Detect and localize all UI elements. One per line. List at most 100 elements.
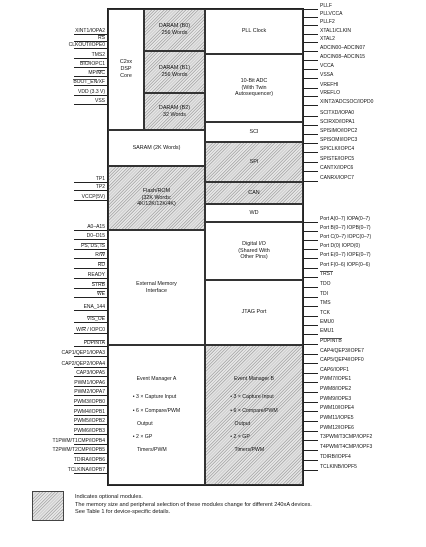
- right-pin-line: [304, 421, 318, 422]
- right-pin-label-port-c-0-7-iopc-0-7: Port C(0–7) IOPC(0–7): [320, 234, 372, 240]
- left-pin-overline: [98, 35, 105, 37]
- left-pin-overline: [97, 70, 105, 72]
- right-pin-label-pwm9-iope3: PWM9/IOPE3: [320, 396, 352, 402]
- right-pin-label-tck: TCK: [320, 310, 330, 316]
- right-pin-label-t4pwm-t4cmp-iopf3: T4PWM/T4CMP/IOPF3: [320, 444, 373, 450]
- saram-block: SARAM (2K Words): [108, 130, 205, 166]
- right-pin-line: [304, 125, 318, 126]
- right-pin-line: [304, 181, 318, 182]
- right-pin-line: [304, 258, 318, 259]
- right-pin-label-port-a-0-7-iopa-0-7: Port A(0–7) IOPA(0–7): [320, 216, 370, 222]
- right-pin-line: [304, 470, 318, 471]
- left-pin-label-vss: VSS: [94, 98, 105, 104]
- right-pin-line: [304, 297, 318, 298]
- event-manager-a-item: • 6 × Compare/PWM: [132, 407, 181, 414]
- left-pin-line: [74, 453, 107, 454]
- right-pin-label-vcca: VCCA: [320, 63, 334, 69]
- right-pin-line: [304, 162, 318, 163]
- right-pin-label-pwm12-iope6: PWM12/IOPE6: [320, 425, 354, 431]
- legend-line-1: Indicates optional modules.: [75, 494, 143, 500]
- left-pin-label-t1pwm-t1cmp-iopb4: T1PWM/T1CMP/IOPB4: [52, 438, 105, 444]
- left-pin-label-cap3-iopa5: CAP3/IOPA5: [76, 370, 105, 376]
- right-pin-line: [304, 306, 318, 307]
- left-pin-label-cap1-qep1-iopa3: CAP1/QEP1/IOPA3: [61, 350, 105, 356]
- legend-line-3: See Table 1 for device-specific details.: [75, 509, 171, 515]
- event-manager-b-item: Timers/PWM: [230, 447, 265, 454]
- left-pin-line: [74, 67, 107, 68]
- left-pin-label-w-r-iopc0: W/R / IOPC0: [76, 327, 105, 333]
- right-pin-line: [304, 34, 318, 35]
- right-pin-label-trst: TRST: [320, 271, 334, 277]
- right-pin-label-xtal2: XTAL2: [320, 36, 335, 42]
- left-pin-label-cap2-qep2-iopa4: CAP2/QEP2/IOPA4: [61, 361, 105, 367]
- left-pin-line: [74, 288, 107, 289]
- left-pin-label-d0-d15: D0–D15: [86, 233, 105, 239]
- right-pin-line: [304, 460, 318, 461]
- left-pin-label-pwm5-iopb2: PWM5/IOPB2: [73, 418, 105, 424]
- right-pin-label-tdo: TDO: [320, 281, 331, 287]
- left-pin-line: [74, 434, 107, 435]
- right-pin-line: [304, 222, 318, 223]
- right-pin-label-vrefhi: VREFHI: [320, 82, 339, 88]
- right-pin-line: [304, 411, 318, 412]
- left-pin-label-tp1: TP1: [95, 176, 105, 182]
- left-pin-line: [74, 104, 107, 105]
- left-pin-line: [74, 85, 107, 86]
- left-pin-label-ps-ds-is: PS, DS, IS: [81, 243, 105, 249]
- left-pin-label-strb: STRB: [91, 282, 105, 288]
- event-manager-a-item: • 3 × Capture Input: [132, 394, 177, 401]
- left-pin-label-pdpinta: PDPINTA: [83, 340, 105, 346]
- left-pin-line: [74, 346, 107, 347]
- left-pin-label-clkout-iope0: CLKOUT/IOPE0: [68, 42, 105, 48]
- left-pin-label-tclkina-iopb7: TCLKINA/IOPB7: [67, 467, 105, 473]
- left-pin-line: [74, 239, 107, 240]
- left-pin-label-tp2: TP2: [95, 184, 105, 190]
- right-pin-label-adcin08-adcin15: ADCIN08–ADCIN15: [320, 54, 366, 60]
- event-manager-b-item: • 2 × GP: [230, 433, 250, 440]
- right-pin-label-spiclk-iopc4: SPICLK/IOPC4: [320, 146, 355, 152]
- right-pin-label-t3pwm-t3cmp-iopf2: T3PWM/T3CMP/IOPF2: [320, 434, 373, 440]
- right-pin-line: [304, 231, 318, 232]
- right-pin-overline: [320, 271, 334, 273]
- right-pin-label-cap6-iopf1: CAP6/IOPF1: [320, 367, 349, 373]
- right-pin-line: [304, 249, 318, 250]
- event-manager-a-item: • 2 × GP: [132, 433, 153, 440]
- event-manager-b-item: Output: [230, 420, 251, 427]
- left-pin-line: [74, 249, 107, 250]
- right-pin-line: [304, 171, 318, 172]
- left-pin-overline: [100, 252, 105, 254]
- right-pin-line: [304, 268, 318, 269]
- left-pin-line: [74, 473, 107, 474]
- left-pin-overline: [79, 61, 89, 63]
- left-pin-label-pwm6-iopb3: PWM6/IOPB3: [73, 428, 105, 434]
- daram-b1-block: DARAM (B1) 256 Words: [144, 51, 205, 93]
- dsp-core-block: C2xx DSP Core: [108, 9, 144, 130]
- event-manager-b-title: Event Manager B: [233, 376, 275, 383]
- left-pin-label-tdira-iopb6: TDIRA/IOPB6: [73, 457, 105, 463]
- right-pin-label-pdpintb: PDPINTB: [320, 338, 342, 344]
- right-pin-line: [304, 325, 318, 326]
- right-pin-label-port-b-0-7-iopb-0-7: Port B(0–7) IOPB(0–7): [320, 225, 371, 231]
- right-pin-line: [304, 152, 318, 153]
- left-pin-line: [74, 376, 107, 377]
- right-pin-label-canrx-iopc7: CANRX/IOPC7: [320, 175, 354, 181]
- left-pin-line: [74, 333, 107, 334]
- right-pin-label-pllf2: PLLF2: [320, 19, 335, 25]
- left-pin-label-t2pwm-t2cmp-iopb5: T2PWM/T2CMP/IOPB5: [52, 447, 105, 453]
- right-pin-line: [304, 25, 318, 26]
- left-pin-line: [74, 230, 107, 231]
- left-pin-line: [74, 415, 107, 416]
- right-pin-label-spisimo-iopc2: SPISIMO/IOPC2: [320, 128, 358, 134]
- right-pin-line: [304, 354, 318, 355]
- left-pin-label-a0-a15: A0–A15: [87, 224, 105, 230]
- left-pin-line: [74, 95, 107, 96]
- left-pin-label-rd: RD: [97, 262, 105, 268]
- right-pin-label-cantx-iopc6: CANTX/IOPC6: [320, 165, 354, 171]
- daram-b0-block: DARAM (B0) 256 Words: [144, 9, 205, 51]
- left-pin-label-we: WE: [96, 291, 105, 297]
- left-pin-line: [74, 48, 107, 49]
- right-pin-line: [304, 88, 318, 89]
- left-pin-label-rs: RS: [98, 35, 105, 41]
- right-pin-line: [304, 316, 318, 317]
- right-pin-line: [304, 78, 318, 79]
